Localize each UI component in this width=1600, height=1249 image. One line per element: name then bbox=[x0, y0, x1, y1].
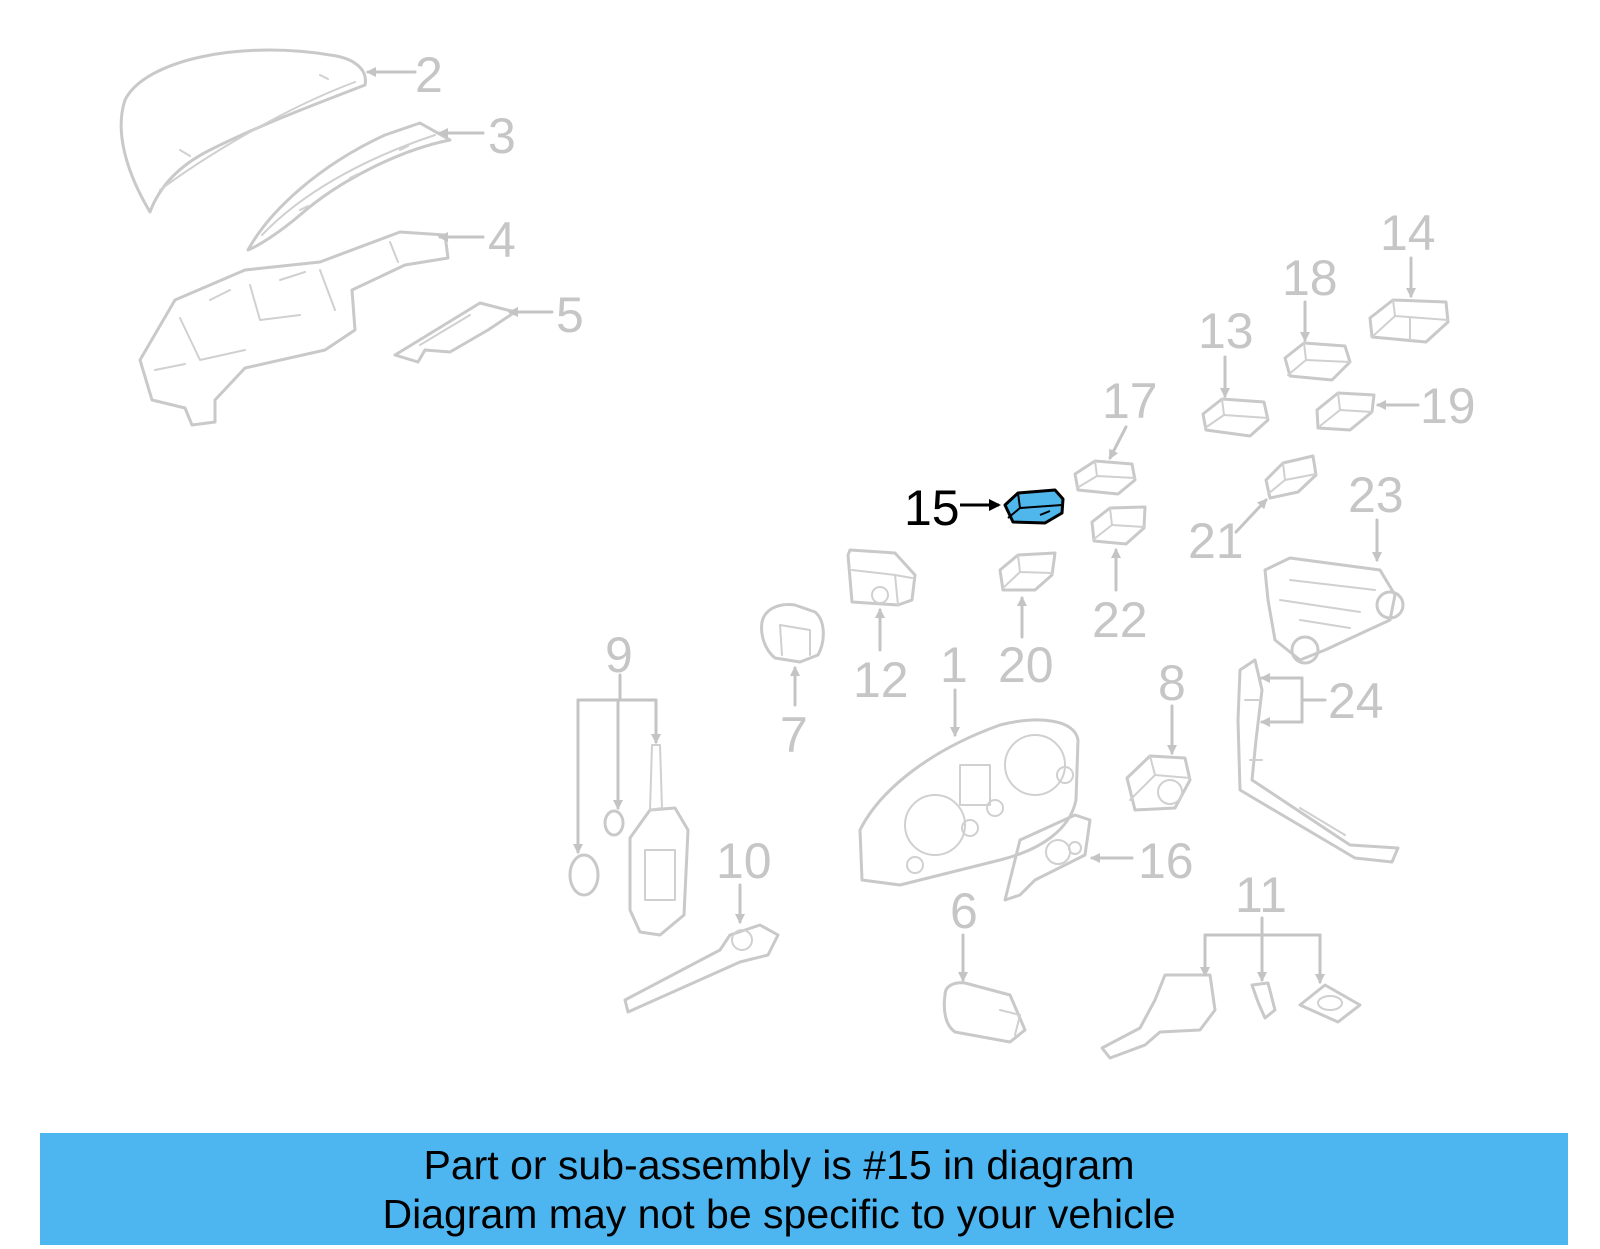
part-19[interactable] bbox=[1315, 391, 1376, 432]
part-10[interactable] bbox=[623, 923, 780, 1014]
callout-7: 7 bbox=[780, 707, 808, 763]
part-13[interactable] bbox=[1201, 397, 1270, 438]
part-20[interactable] bbox=[998, 551, 1057, 592]
part-21[interactable] bbox=[1264, 454, 1318, 500]
part-24[interactable] bbox=[1236, 658, 1400, 864]
part-14[interactable] bbox=[1368, 298, 1450, 344]
part-11[interactable] bbox=[1100, 973, 1362, 1060]
callout-17: 17 bbox=[1102, 373, 1158, 429]
callout-2: 2 bbox=[415, 47, 443, 103]
part-12[interactable] bbox=[846, 548, 917, 607]
callout-9: 9 bbox=[605, 627, 633, 683]
callout-4: 4 bbox=[488, 212, 516, 268]
callout-14: 14 bbox=[1380, 205, 1436, 261]
part-18[interactable] bbox=[1283, 341, 1352, 382]
callout-22: 22 bbox=[1092, 592, 1148, 648]
callout-3: 3 bbox=[488, 108, 516, 164]
caption-line-2: Diagram may not be specific to your vehi… bbox=[382, 1191, 1176, 1237]
part-8[interactable] bbox=[1125, 754, 1192, 812]
part-3[interactable] bbox=[246, 121, 452, 252]
part-23[interactable] bbox=[1263, 556, 1405, 665]
callout-16: 16 bbox=[1138, 833, 1194, 889]
part-9[interactable] bbox=[568, 744, 690, 937]
callout-10: 10 bbox=[716, 833, 772, 889]
part-4[interactable] bbox=[138, 230, 450, 427]
part-7[interactable] bbox=[760, 603, 825, 664]
part-16[interactable] bbox=[1003, 813, 1092, 902]
caption-line-1: Part or sub-assembly is #15 in diagram bbox=[423, 1142, 1135, 1188]
part-17[interactable] bbox=[1073, 459, 1137, 496]
callout-15: 15 bbox=[904, 480, 960, 536]
part-15-highlighted[interactable] bbox=[1003, 488, 1065, 525]
callout-5: 5 bbox=[556, 287, 584, 343]
part-5[interactable] bbox=[393, 301, 517, 364]
callout-20: 20 bbox=[998, 637, 1054, 693]
callout-1: 1 bbox=[940, 637, 968, 693]
callout-12: 12 bbox=[853, 652, 909, 708]
part-2[interactable] bbox=[119, 48, 367, 214]
part-1[interactable] bbox=[858, 718, 1080, 887]
callout-21: 21 bbox=[1188, 513, 1244, 569]
callout-19: 19 bbox=[1420, 378, 1476, 434]
callout-13: 13 bbox=[1198, 303, 1254, 359]
callout-24: 24 bbox=[1328, 673, 1384, 729]
callout-6: 6 bbox=[950, 883, 978, 939]
callout-23: 23 bbox=[1348, 467, 1404, 523]
part-6[interactable] bbox=[942, 981, 1027, 1044]
callout-8: 8 bbox=[1158, 655, 1186, 711]
part-22[interactable] bbox=[1090, 505, 1147, 546]
caption-banner: Part or sub-assembly is #15 in diagram D… bbox=[40, 1133, 1568, 1245]
callout-18: 18 bbox=[1282, 250, 1338, 306]
callout-11: 11 bbox=[1235, 867, 1287, 923]
